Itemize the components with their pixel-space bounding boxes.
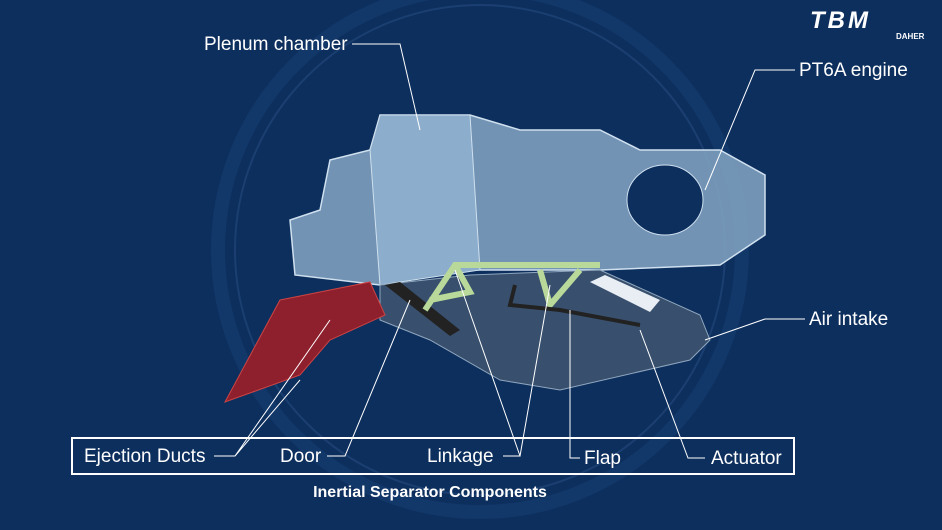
engine-exhaust-port — [626, 164, 704, 236]
logo-brand: TBM — [810, 7, 871, 34]
legend-flap: Flap — [584, 448, 621, 469]
callout-plenum-chamber: Plenum chamber — [204, 34, 348, 55]
legend-linkage: Linkage — [427, 446, 494, 467]
actuator — [590, 275, 660, 312]
legend-door: Door — [280, 446, 322, 467]
ejection-ducts — [223, 281, 386, 403]
callout-air-intake: Air intake — [809, 309, 889, 330]
door — [385, 282, 460, 336]
engine-plenum-section — [369, 114, 481, 286]
flap — [507, 284, 641, 327]
legend-actuator: Actuator — [711, 448, 782, 469]
logo-sub: DAHER — [896, 32, 925, 41]
tbm-daher-logo: TBM DAHER — [810, 7, 924, 42]
legend-ejection-ducts: Ejection Ducts — [84, 446, 206, 467]
diagram-caption: Inertial Separator Components — [313, 484, 547, 501]
callout-pt6a-engine: PT6A engine — [799, 60, 908, 81]
leader-lines — [214, 43, 805, 459]
linkage — [422, 262, 600, 312]
components-legend-box — [71, 437, 795, 475]
